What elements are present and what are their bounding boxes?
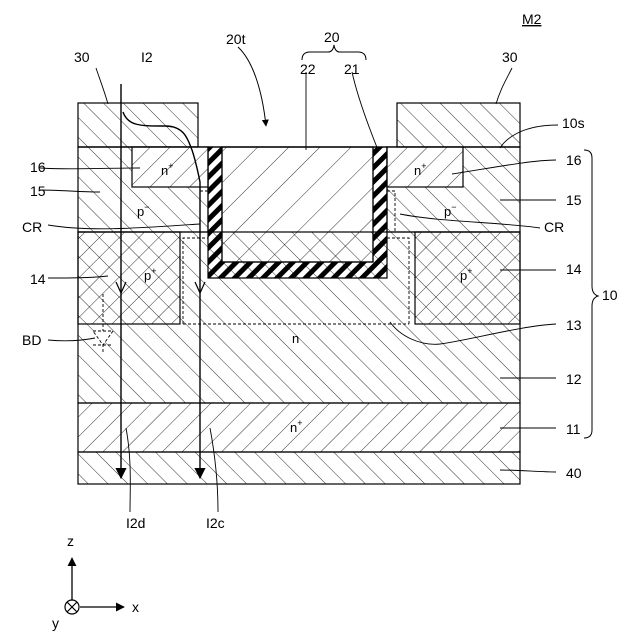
label-16-left: 16: [30, 159, 46, 175]
label-10s: 10s: [562, 115, 585, 131]
label-14-left: 14: [30, 271, 46, 287]
label-30-right: 30: [502, 49, 518, 65]
label-11: 11: [566, 421, 581, 437]
layer-40-electrode: [78, 452, 520, 484]
label-22: 22: [300, 61, 316, 77]
label-bd: BD: [22, 332, 41, 348]
electrode-30-right: [397, 103, 520, 147]
brace-10: [584, 150, 598, 438]
label-i2d: I2d: [126, 515, 145, 531]
label-40: 40: [566, 465, 582, 481]
label-14-right: 14: [566, 261, 582, 277]
brace-20: [302, 45, 366, 60]
axis-label-z: z: [67, 533, 74, 549]
label-13: 13: [566, 317, 582, 333]
figure-id-label: M2: [522, 11, 542, 27]
label-16-right: 16: [566, 152, 582, 168]
label-15-right: 15: [566, 192, 582, 208]
region-14-right: [415, 232, 520, 324]
axis-label-x: x: [132, 599, 139, 615]
axis-label-y: y: [52, 615, 59, 631]
label-20t: 20t: [226, 31, 246, 47]
trench-20t-pointer: [238, 47, 266, 126]
label-cr-left: CR: [22, 219, 42, 235]
label-20: 20: [324, 29, 340, 45]
gate-electrode-22: [222, 147, 373, 262]
doping-n-drift: n: [292, 331, 299, 346]
label-15-left: 15: [30, 183, 46, 199]
label-21: 21: [344, 61, 360, 77]
label-i2c: I2c: [206, 515, 225, 531]
label-i2: I2: [141, 49, 153, 65]
label-cr-right: CR: [544, 219, 564, 235]
region-14-left: [78, 232, 180, 324]
label-10: 10: [602, 287, 618, 303]
label-30-left: 30: [74, 49, 90, 65]
label-12: 12: [566, 371, 582, 387]
coordinate-axes: [65, 558, 124, 614]
